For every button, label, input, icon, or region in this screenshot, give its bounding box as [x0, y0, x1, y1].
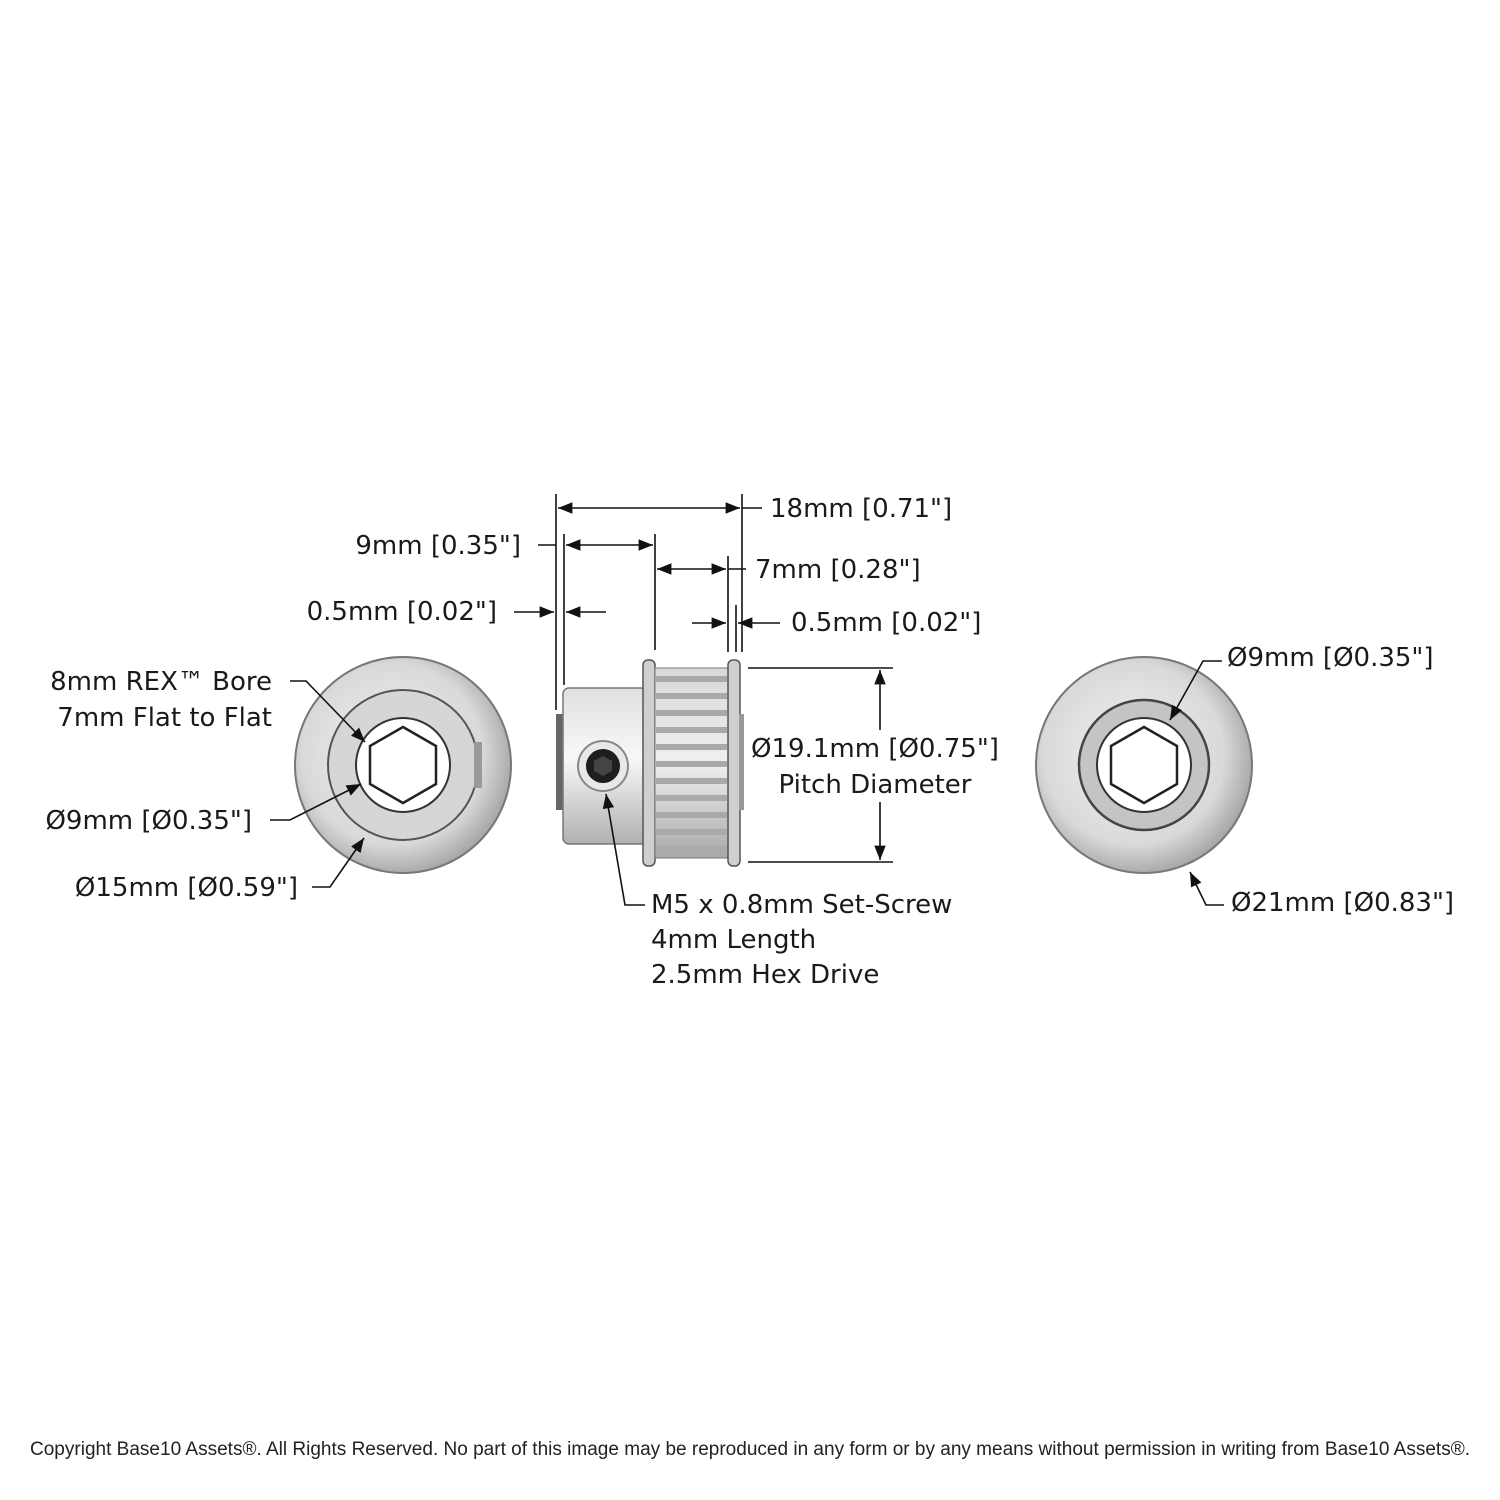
dim-hub-length: 9mm [0.35"]	[355, 531, 521, 561]
set-screw-line1: M5 x 0.8mm Set-Screw	[651, 890, 952, 920]
right-inner-diameter: Ø9mm [Ø0.35"]	[1227, 643, 1434, 673]
right-view-hex-bore	[1109, 725, 1179, 805]
tooth-groove	[656, 727, 727, 733]
side-view-pulley	[556, 659, 744, 867]
tooth-groove	[656, 778, 727, 784]
left-end-view	[294, 656, 512, 874]
set-screw-hex-socket	[594, 756, 612, 776]
tooth-groove	[656, 693, 727, 699]
dim-flange-left: 0.5mm [0.02"]	[307, 597, 497, 627]
tooth-groove	[656, 846, 727, 852]
set-screw-line3: 2.5mm Hex Drive	[651, 960, 879, 990]
dim-pitch-diameter: Ø19.1mm [Ø0.75"]	[751, 734, 999, 764]
left-hub-diameter: Ø15mm [Ø0.59"]	[75, 873, 298, 903]
flange-left	[642, 659, 656, 867]
tooth-groove	[656, 744, 727, 750]
tooth-groove	[656, 676, 727, 682]
dim-pitch-diameter-label: Pitch Diameter	[779, 770, 972, 800]
left-inner-diameter: Ø9mm [Ø0.35"]	[45, 806, 252, 836]
tooth-groove	[656, 795, 727, 801]
tooth-groove	[656, 761, 727, 767]
set-screw-line2: 4mm Length	[651, 925, 816, 955]
hub-left-edge	[556, 714, 564, 810]
boss-right	[739, 714, 744, 810]
copyright-footer: Copyright Base10 Assets®. All Rights Res…	[30, 1439, 1470, 1460]
bore-label-line2: 7mm Flat to Flat	[57, 703, 272, 733]
left-view-hex-bore	[368, 725, 438, 805]
dim-flange-right: 0.5mm [0.02"]	[791, 608, 981, 638]
bore-label-line1: 8mm REX™ Bore	[50, 667, 272, 697]
tooth-groove	[656, 812, 727, 818]
tooth-groove	[656, 710, 727, 716]
right-end-view	[1035, 656, 1253, 874]
flange-right	[727, 659, 741, 867]
tooth-groove	[656, 829, 727, 835]
left-view-screw-hole	[474, 742, 482, 788]
right-outer-diameter: Ø21mm [Ø0.83"]	[1231, 888, 1454, 918]
pulley-teeth	[656, 676, 727, 852]
dim-overall-length: 18mm [0.71"]	[770, 494, 952, 524]
labels: 18mm [0.71"] 9mm [0.35"] 7mm [0.28"] 0.5…	[30, 494, 1470, 1460]
dim-belt-width: 7mm [0.28"]	[755, 555, 921, 585]
dimension-lines	[270, 494, 1224, 906]
